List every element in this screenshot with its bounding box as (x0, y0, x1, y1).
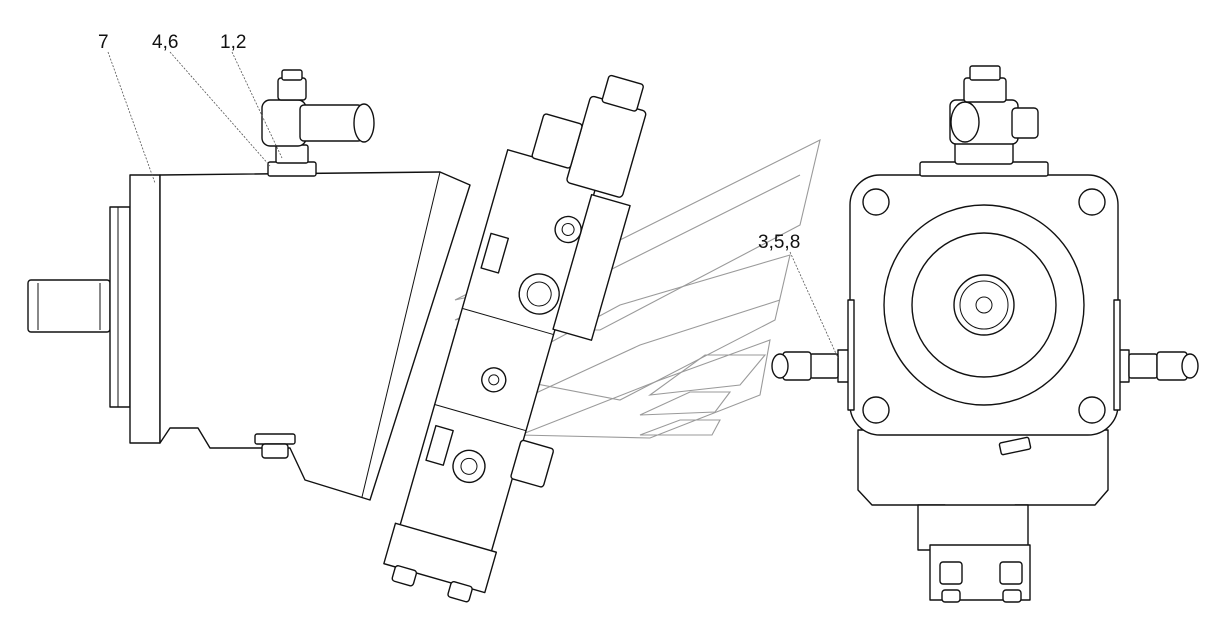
mounting-flange (109, 206, 131, 408)
bolt-hole (862, 396, 890, 424)
lower-housing (857, 429, 1109, 511)
bolt-hole (1078, 396, 1106, 424)
side-view (27, 69, 647, 603)
valve-block (383, 74, 647, 603)
bolt-hole (1078, 188, 1106, 216)
callout-4-6: 4,6 (152, 32, 178, 53)
top-fitting-base (267, 161, 317, 177)
callout-3-5-8: 3,5,8 (758, 232, 800, 253)
drive-shaft (27, 279, 111, 333)
bolt-hole (862, 188, 890, 216)
callout-1-2: 1,2 (220, 32, 246, 53)
motor-housing (159, 171, 471, 501)
right-side-fitting (1114, 349, 1199, 383)
left-side-fitting (771, 349, 853, 383)
leader-lines (107, 51, 839, 359)
callout-7: 7 (98, 32, 109, 53)
front-top-fitting (919, 65, 1049, 177)
front-view (771, 65, 1199, 603)
